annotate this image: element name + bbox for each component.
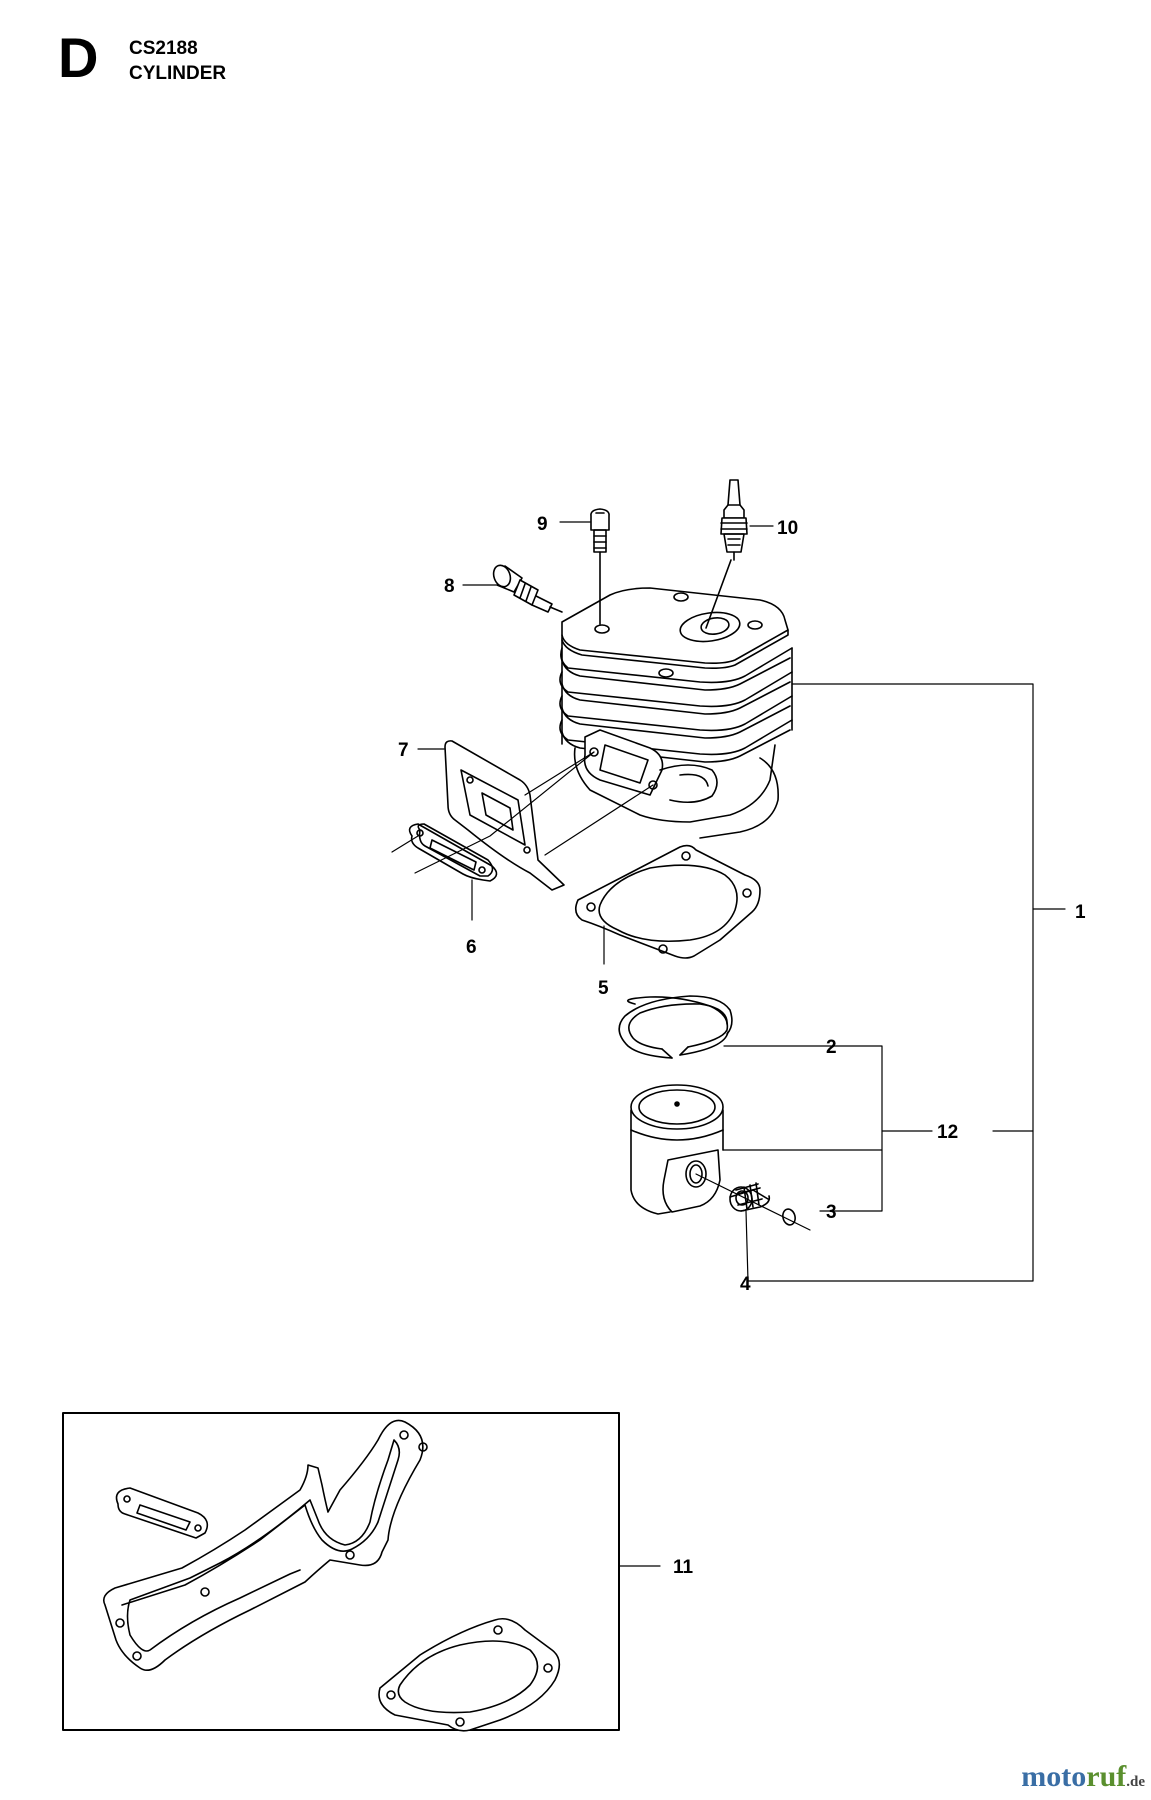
assembly-guide-lines xyxy=(391,751,654,874)
model-number: CS2188 xyxy=(129,38,198,59)
callout-7: 7 xyxy=(398,740,409,761)
section-letter: D xyxy=(58,26,99,89)
screw-icon xyxy=(590,508,610,625)
gasket-kit-icon xyxy=(62,1412,620,1732)
muffler-gasket-icon xyxy=(408,823,498,882)
piston-icon xyxy=(630,1084,724,1215)
watermark-part-b: ruf xyxy=(1086,1760,1127,1793)
cylinder-icon xyxy=(559,587,793,839)
callout-1: 1 xyxy=(1075,902,1086,923)
watermark-part-c: .de xyxy=(1126,1774,1145,1790)
decompression-valve-icon xyxy=(492,564,563,613)
callout-9: 9 xyxy=(537,514,548,535)
heat-shield-icon xyxy=(444,740,565,891)
piston-ring-icon xyxy=(618,995,733,1059)
piston-pin-axis xyxy=(695,1173,811,1231)
callout-11: 11 xyxy=(673,1557,694,1578)
watermark-logo: motoruf.de xyxy=(1021,1760,1145,1794)
callout-5: 5 xyxy=(598,978,609,999)
callout-2: 2 xyxy=(826,1037,837,1058)
spark-plug-icon xyxy=(705,479,748,629)
callout-6: 6 xyxy=(466,937,477,958)
callout-3: 3 xyxy=(826,1202,837,1223)
leader-lines xyxy=(417,521,1066,1567)
watermark-part-a: moto xyxy=(1021,1760,1087,1793)
callout-4: 4 xyxy=(740,1274,751,1295)
page-title: CYLINDER xyxy=(129,63,227,84)
callout-12: 12 xyxy=(937,1122,958,1143)
cylinder-gasket-icon xyxy=(574,844,761,959)
circlip-icon xyxy=(782,1208,796,1226)
callout-10: 10 xyxy=(777,518,798,539)
callout-8: 8 xyxy=(444,576,455,597)
